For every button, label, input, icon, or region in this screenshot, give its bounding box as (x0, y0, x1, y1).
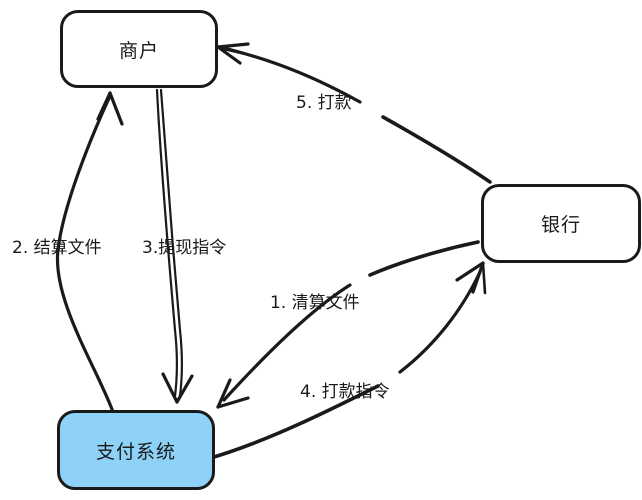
edge-3-connector (155, 88, 194, 404)
edge-label-payment: 5. 打款 (296, 93, 352, 113)
edge-label-clearing-file: 1. 清算文件 (270, 293, 360, 313)
edge-label-settlement-file: 2. 结算文件 (12, 238, 102, 258)
node-merchant[interactable]: 商户 (60, 10, 218, 88)
node-payment-system-label: 支付系统 (95, 440, 176, 463)
node-bank[interactable]: 银行 (481, 184, 641, 263)
edge-5-connector (216, 42, 492, 184)
edge-1-connector (216, 240, 480, 409)
node-merchant-label: 商户 (118, 39, 159, 62)
edge-label-payment-instruction: 4. 打款指令 (300, 382, 390, 402)
edge-4-connector (212, 261, 487, 459)
edge-2-connector (55, 91, 124, 414)
edge-label-withdrawal-instruction: 3.提现指令 (142, 238, 227, 258)
node-bank-label: 银行 (540, 214, 581, 236)
node-payment-system[interactable]: 支付系统 (57, 410, 215, 490)
